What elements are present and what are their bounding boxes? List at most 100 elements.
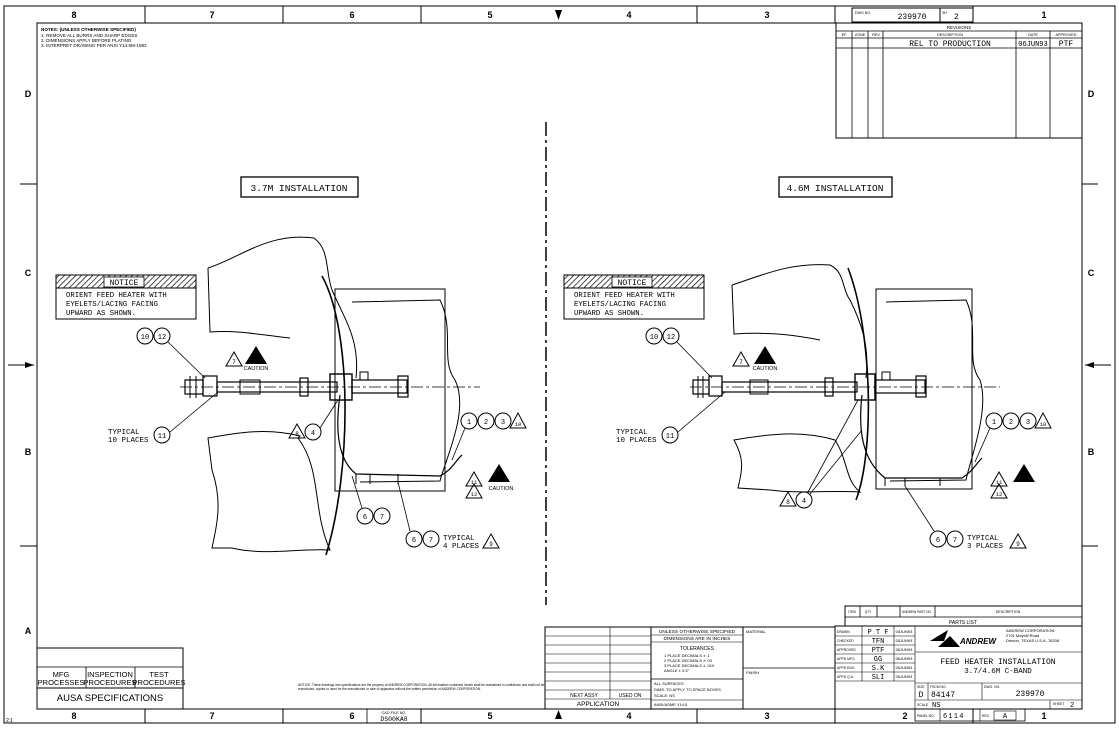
balloon: 1 [467,419,471,427]
spec-header: MFG [53,670,70,679]
caution-label: CAUTION [489,486,514,492]
flag-note: 8 [295,431,299,438]
tol-line: 2 PLACE DECIMALS ± .03 [664,658,713,663]
balloon: 4 [802,498,806,506]
caution-label: CAUTION [753,366,778,372]
flag-note: 9 [1016,541,1020,548]
spec-header: PROCESSES [38,678,85,687]
flag-note: 12 [471,491,478,498]
tol-finish: SCALE: NS [654,693,675,698]
rev-col-header: DESCRIPTION [937,33,963,37]
col-label-top: 4 [626,10,631,20]
feed-heater-left [184,371,409,401]
parts-col-header: ITEM [848,610,856,614]
drawing-border [3,5,1116,724]
balloon: 12 [667,334,675,342]
parts-list-title: PARTS LIST [949,620,977,626]
balloon-group-left: 10 12 7 CAUTION TYPICAL 10 PLACES 11 8 4… [108,327,527,551]
col-label-bottom: 2 [902,711,907,721]
corner-mark: 2:1 [6,718,13,724]
balloon: 10 [141,334,149,342]
col-label-top: 7 [209,10,214,20]
sig-role: DRAWN [837,630,850,634]
balloon: 4 [311,430,315,438]
col-label-bottom: 5 [487,711,492,721]
sheet-value: 2 [1070,702,1074,710]
notice-line: UPWARD AS SHOWN. [66,310,136,318]
typical-label: 4 PLACES [443,543,480,551]
spec-header: INSPECTION [87,670,133,679]
revisions-table: REVISIONS EF ZONE REV DESCRIPTION DATE A… [835,22,1083,139]
application-title: APPLICATION [577,701,620,708]
notice-line: UPWARD AS SHOWN. [574,310,644,318]
spec-header: TEST [149,670,169,679]
notice-line: EYELETS/LACING FACING [574,301,666,309]
balloon: 7 [380,514,384,522]
col-label-bottom: 8 [71,711,76,721]
row-label-left: D [25,89,32,99]
tol-header: DIMENSIONS ARE IN INCHES [664,636,731,642]
cad-file-label: CAD FILE NO. [382,711,407,715]
typical-label: TYPICAL [443,535,475,543]
rev-description: REL TO PRODUCTION [909,40,991,49]
balloon-group-right: 10 12 7 CAUTION TYPICAL 10 PLACES 11 8 4… [616,327,1052,551]
sig-name: TFN [872,638,885,646]
balloon: 6 [363,514,367,522]
spec-header: PROCEDURES [133,678,186,687]
company-address: Denton, TEXAS U.S.A. 76208 [1006,638,1060,643]
notice-box-right: NOTICE ORIENT FEED HEATER WITH EYELETS/L… [563,274,705,320]
flag-note: 10 [515,421,522,428]
sig-name: S.K [872,665,885,673]
cad-file-value: DS00KA8 [380,716,407,723]
sheet-label: SHEET [1053,702,1064,706]
tol-finish: DIMS. TO APPLY TO SPACE BOXES [654,687,721,692]
balloon: 1 [992,419,996,427]
rev-col-header: DATE [1028,33,1038,37]
typical-label: 3 PLACES [967,543,1004,551]
view-3-7m: 3.7M INSTALLATION NOTICE ORIENT FEED HEA… [55,176,527,556]
tolerance-block: UNLESS OTHERWISE SPECIFIED DIMENSIONS AR… [650,626,744,710]
notice-box-left: NOTICE ORIENT FEED HEATER WITH EYELETS/L… [55,274,197,320]
size-label: SIZE [917,685,925,689]
tol-line: 3 PLACE DECIMALS ± .010 [664,663,715,668]
tol-finish: ANSI/ASME Y14.5 [654,702,688,707]
sig-date: 06JUN93 [896,647,913,652]
material-label: MATERIAL [746,629,766,634]
flag-note: 12 [996,491,1003,498]
caution-label: CAUTION [244,366,269,372]
balloon: 6 [412,537,416,545]
typical-label: TYPICAL [967,535,999,543]
notes-title: NOTES: (UNLESS OTHERWISE SPECIFIED) [41,27,136,32]
panel-row: PANEL NO. 6114 REV. A [914,708,1026,722]
view-title-box [778,176,893,198]
parts-col-header: QTY [865,610,872,614]
flag-note: 7 [232,359,236,366]
used-on-label: USED ON [619,693,642,699]
balloon: 7 [429,537,433,545]
rev-col-header: APPROVED [1055,33,1076,37]
cad-file-block: CAD FILE NO. DS00KA8 [366,708,422,724]
sig-role: APPROVED [837,648,856,652]
sig-date: 04JUN93 [896,629,913,634]
view-title-box [240,176,359,198]
row-label-right: B [1088,447,1095,457]
proprietary-notice: NOTICE: These drawings and specification… [298,683,544,691]
row-label-left: A [25,626,32,636]
spec-header: PROCEDURES [84,678,137,687]
rev-label: REV. [982,714,990,718]
top-dwg-block: DWG NO. 239970 SH 2 [851,7,974,23]
dish-outline-right [731,264,984,501]
col-label-bottom: 7 [209,711,214,721]
top-dwg-label: DWG NO. [855,11,871,15]
view-title-right: 4.6M INSTALLATION [787,183,884,194]
balloon: 3 [1026,419,1030,427]
center-mark-bottom [555,710,562,719]
sig-name: PTF [872,647,885,655]
next-assy-label: NEXT ASSY [570,693,598,699]
dwg-label: DWG. NO. [984,685,1000,689]
parts-col-header: ANDREW PART NO. [902,610,932,614]
sig-date: 06JUN93 [896,656,913,661]
company-address: 2701 Mayhill Road [1006,633,1039,638]
rev-col-header: EF [842,33,848,37]
sig-date: 06JUN93 [896,665,913,670]
